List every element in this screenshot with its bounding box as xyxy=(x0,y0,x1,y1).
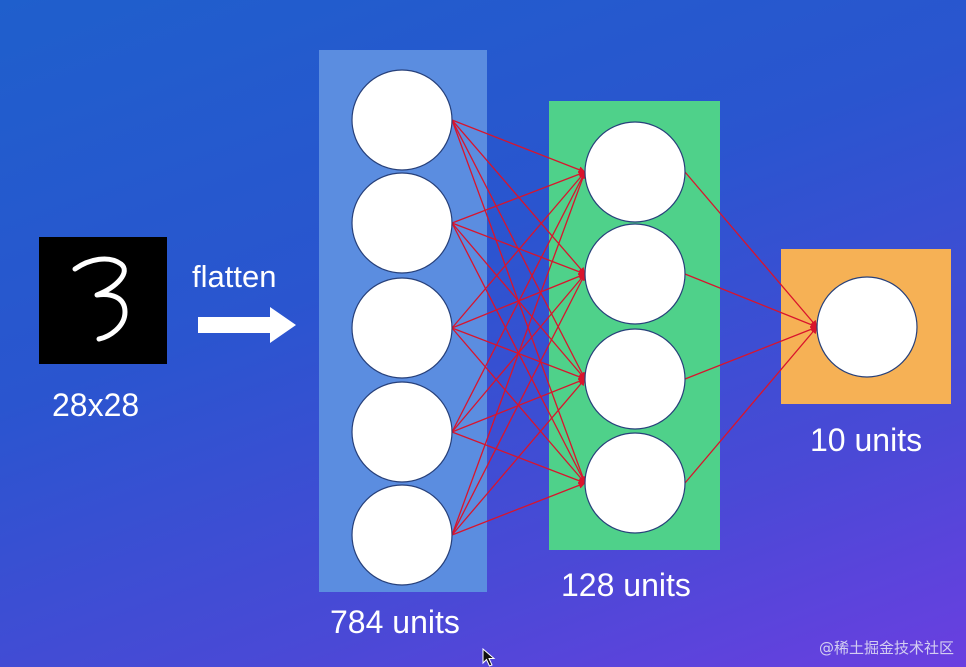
connection-l1-1-l2-0 xyxy=(451,170,586,224)
neuron-layer2-3 xyxy=(584,432,686,534)
connection-l2-1-l3-0 xyxy=(684,273,818,328)
flatten-label: flatten xyxy=(192,259,277,294)
connection-l1-0-l2-0 xyxy=(451,119,586,173)
flatten-arrow-icon xyxy=(198,307,296,343)
neuron-layer1-1 xyxy=(351,172,453,274)
connection-l1-4-l2-0 xyxy=(451,171,587,536)
connection-l1-4-l2-3 xyxy=(451,482,586,536)
input-size-label: 28x28 xyxy=(52,387,140,423)
connection-l2-2-l3-0 xyxy=(684,326,818,380)
connection-l1-1-l2-1 xyxy=(451,222,586,276)
neuron-layer1-0 xyxy=(351,69,453,171)
mouse-cursor-icon xyxy=(482,648,496,667)
watermark-text: @稀土掘金技术社区 xyxy=(818,639,954,657)
neuron-layer1-4 xyxy=(351,484,453,586)
connection-l2-0-l3-0 xyxy=(684,171,818,328)
neuron-layer2-0 xyxy=(584,121,686,223)
neuron-layer2-2 xyxy=(584,328,686,430)
input-digit-image xyxy=(39,237,167,364)
connection-l1-4-l2-1 xyxy=(451,273,586,536)
layer-784-label: 784 units xyxy=(330,604,460,640)
connections xyxy=(451,119,818,536)
connection-l2-3-l3-0 xyxy=(684,326,818,484)
neurons xyxy=(351,69,918,586)
layer-128-label: 128 units xyxy=(561,567,691,603)
neuron-layer2-1 xyxy=(584,223,686,325)
connection-l1-2-l2-0 xyxy=(451,171,586,329)
layer-10-label: 10 units xyxy=(810,422,923,458)
neuron-layer1-3 xyxy=(351,381,453,483)
handwritten-digit-3 xyxy=(72,256,128,342)
connection-l1-3-l2-0 xyxy=(451,171,586,433)
neuron-layer1-2 xyxy=(351,277,453,379)
connection-l1-4-l2-2 xyxy=(451,378,586,536)
neuron-layer3-0 xyxy=(816,276,918,378)
